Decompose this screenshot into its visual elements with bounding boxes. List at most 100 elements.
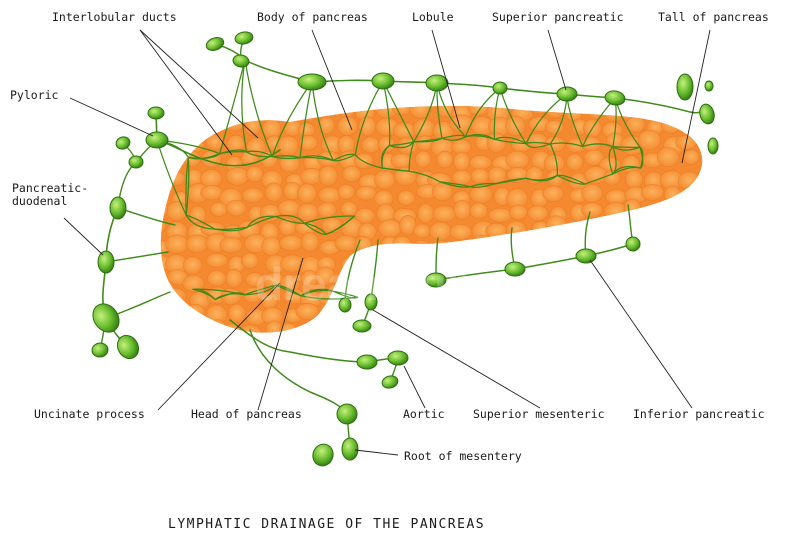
lymph-nodes [91, 31, 719, 467]
lobule [485, 222, 508, 239]
vessel-branch [493, 136, 527, 145]
label-superior-mesenteric: Superior mesenteric [473, 407, 605, 421]
leader-head [257, 257, 304, 411]
lobule [644, 306, 661, 324]
lobule [566, 269, 586, 289]
lobule [531, 302, 552, 319]
vessel-branch [303, 222, 327, 235]
vessel-branch [303, 222, 327, 235]
lobule [391, 105, 413, 116]
lobule [551, 235, 569, 251]
lobule [317, 201, 337, 219]
lobule [469, 155, 492, 171]
label-lobule: Lobule [412, 10, 454, 24]
label-head-of-pancreas: Head of pancreas [191, 407, 302, 421]
lobule [397, 190, 416, 206]
lobule [637, 129, 662, 151]
lymph-node [232, 54, 250, 68]
lobule [510, 319, 531, 333]
lobule [566, 153, 584, 171]
lobule [358, 116, 377, 137]
vessel-branch [549, 143, 559, 177]
vessel-branch [187, 153, 221, 160]
lobule [644, 324, 667, 333]
lobule [453, 151, 470, 172]
lobule [637, 257, 660, 273]
vessel-branch [388, 141, 415, 149]
vessel-branch [185, 214, 216, 230]
lobule [277, 135, 299, 156]
lymph-node [297, 73, 327, 91]
lobule [361, 136, 381, 154]
lobule [617, 254, 641, 271]
lobule [469, 202, 488, 220]
lobule [666, 256, 684, 276]
vessel-branch [525, 142, 551, 149]
lymph-node [147, 106, 165, 120]
lobule [185, 234, 209, 254]
lobule [225, 269, 243, 288]
lobule [209, 202, 228, 217]
label-pancreatic-duodenal-2: duodenal [12, 194, 67, 208]
lobule [377, 136, 396, 154]
lymph-node [336, 403, 358, 425]
lobule [165, 287, 187, 305]
leader-aortic [403, 365, 426, 409]
vessel-branch [381, 144, 391, 169]
lobule [680, 233, 703, 251]
vessel-branch [469, 182, 497, 188]
lobule [208, 116, 227, 132]
lymph-node [604, 90, 626, 106]
vessel-upper-left [214, 43, 313, 83]
lobule [245, 165, 264, 183]
lobule [318, 116, 335, 135]
lobule [645, 204, 665, 225]
vessel-branch [246, 215, 277, 229]
lobule [584, 289, 603, 305]
lobule [207, 270, 227, 287]
lobule [295, 302, 320, 320]
lobule [355, 185, 377, 201]
lobule [488, 323, 507, 333]
lobule [605, 255, 630, 275]
lobule [664, 272, 686, 290]
lobule [226, 200, 247, 217]
lobule [603, 286, 627, 304]
lobule [446, 321, 470, 333]
lobule [414, 150, 432, 168]
lobule [450, 307, 469, 326]
lobule [581, 183, 603, 203]
lobule [660, 116, 681, 134]
lobule [568, 319, 591, 333]
lymph-node [387, 350, 409, 366]
lymph-node [234, 31, 254, 45]
lobule [413, 223, 431, 239]
vessel-branch [303, 215, 355, 224]
lobule [526, 268, 550, 290]
lobule [225, 167, 250, 186]
lymph-node [625, 236, 641, 252]
lobule [676, 252, 699, 268]
vessel-branch [381, 167, 410, 172]
lobule [277, 199, 301, 218]
lobule [209, 319, 227, 333]
vessel-branch [549, 142, 584, 148]
lobule [685, 218, 703, 239]
lymph-node [338, 297, 352, 313]
lobule [527, 205, 549, 222]
lymph-node [707, 137, 719, 155]
lobule [160, 202, 170, 218]
lobule [160, 305, 171, 324]
lobule [432, 324, 456, 333]
lobule [182, 256, 203, 275]
lobule [550, 325, 569, 333]
lobule [318, 186, 341, 204]
lobule [582, 269, 601, 289]
lobule [602, 270, 624, 290]
lobule [241, 187, 264, 203]
lobule [429, 221, 452, 241]
lobule [183, 117, 202, 135]
lymph-node [91, 342, 109, 358]
leader-body [311, 29, 353, 131]
lobule [566, 286, 588, 305]
